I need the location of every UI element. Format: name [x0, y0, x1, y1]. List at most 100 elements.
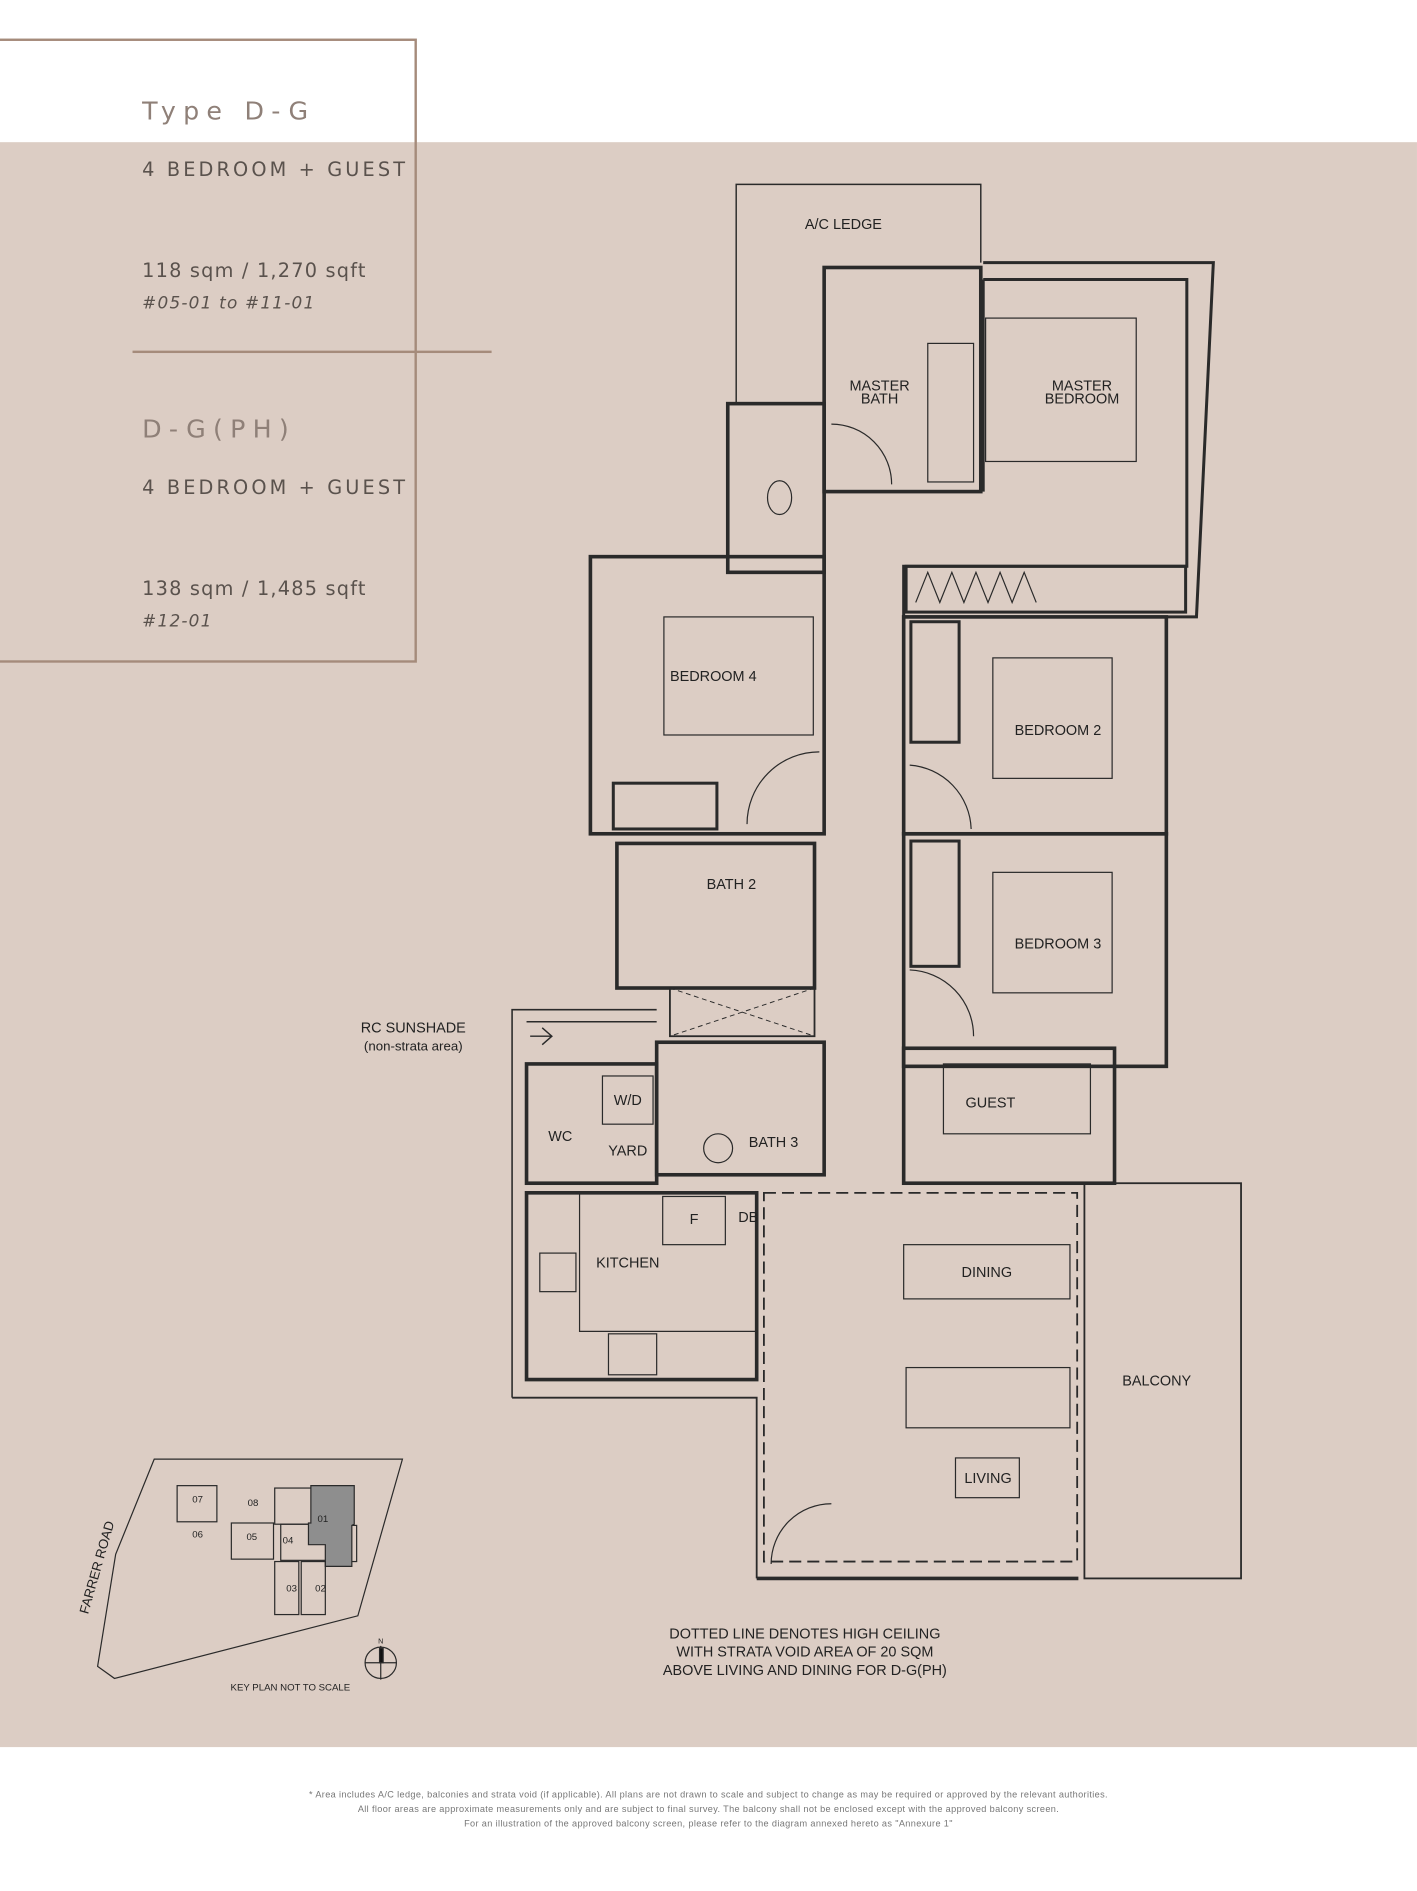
door-swing: [909, 764, 972, 829]
key-label-05: 05: [246, 1532, 257, 1543]
label-ac-ledge: A/C LEDGE: [805, 217, 882, 233]
balcony-outline: [1083, 1182, 1242, 1580]
guest-walls: [901, 1046, 1117, 1186]
door-swing: [770, 1503, 832, 1564]
label-living: LIVING: [964, 1471, 1011, 1487]
label-rc-sunshade: RC SUNSHADE: [361, 1021, 466, 1037]
label-yard: YARD: [608, 1143, 647, 1159]
key-unit-06: [230, 1522, 275, 1560]
key-label-03: 03: [286, 1584, 297, 1595]
door-swing: [909, 969, 975, 1037]
key-plan: FARRER ROAD 07 08 06 05 04 01 03 02 KEY …: [76, 1458, 404, 1693]
wc-yard-walls: [524, 1062, 659, 1186]
bath3-walls: [654, 1040, 826, 1177]
key-plan-caption: KEY PLAN NOT TO SCALE: [231, 1682, 351, 1693]
label-dining: DINING: [962, 1265, 1013, 1281]
shower: [669, 987, 816, 1038]
wardrobe-bedroom2: [909, 620, 961, 744]
key-label-06: 06: [192, 1529, 203, 1540]
note-line-3: ABOVE LIVING AND DINING FOR D-G(PH): [663, 1663, 947, 1679]
fridge: [662, 1195, 726, 1246]
label-bedroom4: BEDROOM 4: [670, 669, 757, 685]
north-needle: [378, 1647, 384, 1664]
sunshade-outline: [511, 1008, 657, 1398]
washer-dryer: [601, 1075, 654, 1125]
master-bed: [985, 317, 1137, 463]
label-bedroom3: BEDROOM 3: [1015, 936, 1102, 952]
room-labels: A/C LEDGE MASTER BATH MASTER BEDROOM BED…: [361, 217, 1192, 1679]
disclaimer-line-3: For an illustration of the approved balc…: [464, 1818, 953, 1830]
door-swing: [746, 751, 820, 825]
unit-type-title: Type D-G: [142, 96, 316, 126]
unit-info-box: [0, 38, 417, 663]
door-swing: [831, 423, 893, 485]
key-label-07: 07: [192, 1495, 203, 1506]
key-label-02: 02: [315, 1584, 326, 1595]
unit-type-subtitle: 4 BEDROOM + GUEST: [142, 157, 409, 181]
hob: [607, 1333, 658, 1376]
disclaimer: * Area includes A/C ledge, balconies and…: [0, 1788, 1417, 1831]
ph-title: D-G(PH): [142, 414, 296, 444]
label-fridge: F: [690, 1212, 699, 1228]
ph-subtitle: 4 BEDROOM + GUEST: [142, 475, 409, 499]
basin: [703, 1133, 734, 1164]
label-master-bedroom: MASTER: [1052, 378, 1112, 394]
label-master-bath-2: BATH: [861, 392, 898, 408]
master-bedroom-walls: [902, 261, 1215, 619]
label-sunshade-note: (non-strata area): [364, 1039, 463, 1054]
key-unit-01-highlighted: [307, 1485, 355, 1567]
note-line-1: DOTTED LINE DENOTES HIGH CEILING: [669, 1627, 940, 1643]
label-kitchen: KITCHEN: [596, 1256, 659, 1272]
ac-ledge-outline: [735, 183, 982, 404]
label-guest: GUEST: [966, 1095, 1016, 1111]
guest-bed: [942, 1063, 1092, 1135]
label-bedroom2: BEDROOM 2: [1015, 723, 1102, 739]
ph-area: 138 sqm / 1,485 sqft: [142, 577, 367, 601]
kitchen-walls: [524, 1191, 759, 1382]
north-label: N: [378, 1636, 383, 1645]
label-wd: W/D: [614, 1093, 642, 1109]
label-master-bedroom-2: BEDROOM: [1045, 392, 1120, 408]
wardrobe-bedroom3: [909, 839, 961, 968]
site-boundary: [96, 1458, 404, 1680]
counter: [578, 1192, 757, 1333]
bedroom3-bed: [992, 871, 1113, 994]
arrow-icon: [530, 1027, 553, 1046]
master-wc-walls: [725, 401, 826, 575]
unit-type-units: #05-01 to #11-01: [142, 293, 316, 314]
vanity: [927, 342, 975, 483]
bath2-walls: [615, 841, 817, 990]
key-unit-03: [274, 1560, 300, 1616]
background-band: [0, 142, 1417, 1748]
bedroom4-walls: [588, 554, 826, 836]
sofa: [905, 1366, 1071, 1429]
key-unit-07: [176, 1485, 218, 1523]
key-label-04: 04: [283, 1535, 294, 1546]
key-label-01: 01: [318, 1514, 329, 1525]
key-label-08: 08: [248, 1498, 259, 1509]
label-db: DB: [738, 1210, 758, 1226]
label-bath3: BATH 3: [749, 1135, 798, 1151]
note-line-2: WITH STRATA VOID AREA OF 20 SQM: [676, 1645, 933, 1661]
bedroom4-bed: [663, 616, 814, 736]
master-bath-walls: [822, 265, 983, 494]
label-balcony: BALCONY: [1122, 1374, 1191, 1390]
divider: [132, 350, 492, 354]
label-farrer-road: FARRER ROAD: [76, 1519, 117, 1615]
ph-units: #12-01: [142, 612, 213, 632]
bedroom3-walls: [901, 831, 1169, 1069]
outer-wall: [512, 1396, 758, 1579]
wardrobe-master: [904, 564, 1188, 614]
disclaimer-line-1: * Area includes A/C ledge, balconies and…: [309, 1789, 1108, 1801]
disclaimer-line-2: All floor areas are approximate measurem…: [357, 1803, 1060, 1815]
high-ceiling-dotted-line: [763, 1191, 1079, 1563]
label-master-bath: MASTER: [849, 378, 909, 394]
wardrobe-hatch: [915, 570, 1037, 605]
wardrobe-bedroom4: [611, 781, 719, 831]
label-bath2: BATH 2: [707, 877, 756, 893]
bedroom2-bed: [992, 657, 1113, 779]
tv-console: [954, 1457, 1020, 1499]
toilet: [766, 480, 793, 516]
